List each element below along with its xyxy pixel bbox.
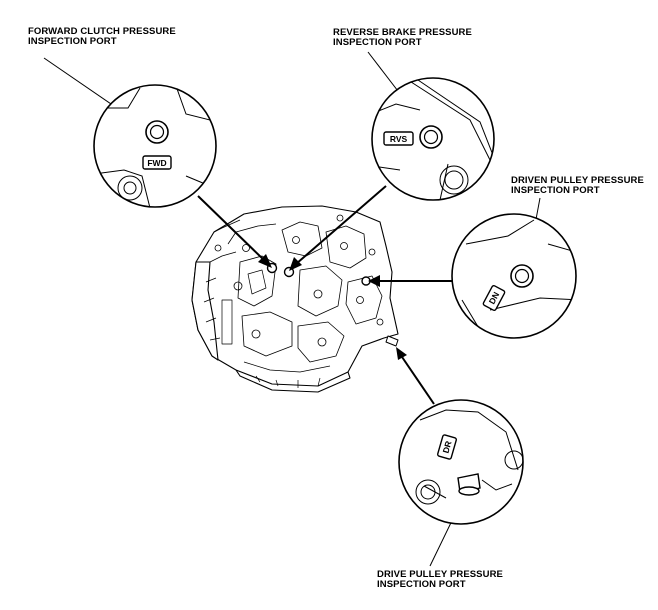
drive-pulley-label-line1: DRIVE PULLEY PRESSURE bbox=[377, 569, 503, 580]
fwd-tag-text: FWD bbox=[147, 158, 166, 168]
forward-clutch-label-line2: INSPECTION PORT bbox=[28, 36, 117, 47]
reverse-brake-detail-circle: RVS bbox=[371, 77, 495, 201]
dr-tag-text: DR bbox=[441, 440, 454, 455]
leader-lines bbox=[197, 185, 452, 405]
forward-clutch-label: FORWARD CLUTCH PRESSURE INSPECTION PORT bbox=[28, 27, 176, 47]
reverse-brake-label: REVERSE BRAKE PRESSURE INSPECTION PORT bbox=[333, 28, 472, 48]
drive-pulley-detail-circle: DR bbox=[398, 399, 524, 525]
reverse-brake-label-line1: REVERSE BRAKE PRESSURE bbox=[333, 27, 472, 38]
driven-pulley-detail-circle: DN bbox=[451, 213, 577, 339]
reverse-brake-label-line2: INSPECTION PORT bbox=[333, 37, 422, 48]
rvs-tag bbox=[383, 131, 414, 146]
rvs-tag-text: RVS bbox=[390, 134, 408, 144]
dn-tag bbox=[482, 285, 506, 311]
transmission-assembly bbox=[191, 205, 399, 393]
driven-pulley-label-line1: DRIVEN PULLEY PRESSURE bbox=[511, 175, 644, 186]
drive-pulley-label-line2: INSPECTION PORT bbox=[377, 579, 466, 590]
forward-clutch-detail-circle: FWD bbox=[93, 84, 217, 208]
driven-pulley-label: DRIVEN PULLEY PRESSURE INSPECTION PORT bbox=[511, 176, 644, 196]
forward-clutch-label-line1: FORWARD CLUTCH PRESSURE bbox=[28, 26, 176, 37]
driven-pulley-label-line2: INSPECTION PORT bbox=[511, 185, 600, 196]
fwd-tag bbox=[142, 155, 172, 170]
drive-pulley-label: DRIVE PULLEY PRESSURE INSPECTION PORT bbox=[377, 570, 503, 590]
dr-tag bbox=[437, 434, 457, 460]
